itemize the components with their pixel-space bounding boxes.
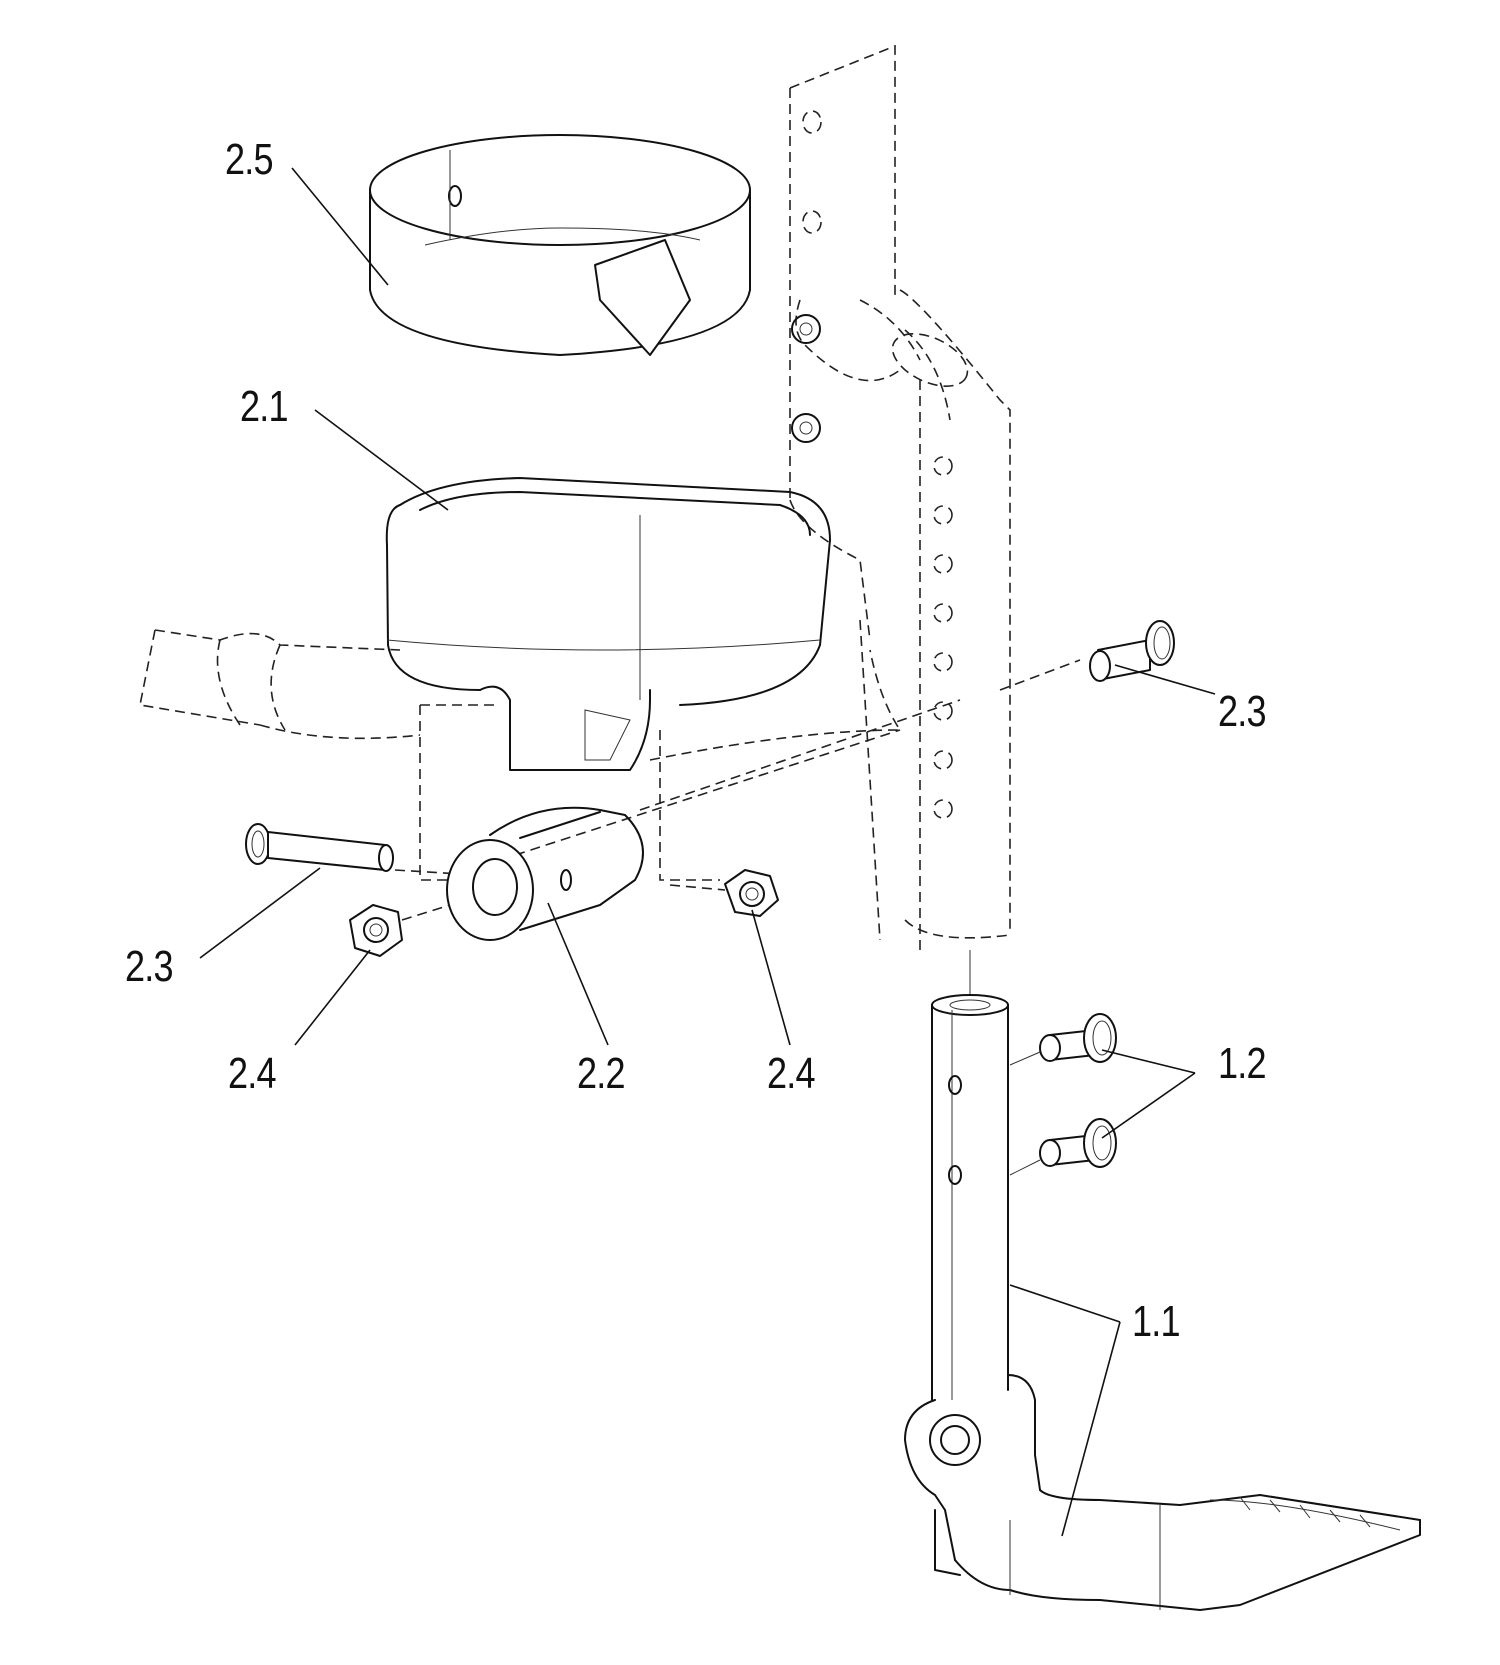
leader-lines xyxy=(199,167,1216,1537)
part-1-1-footplate xyxy=(904,950,1421,1611)
label-part-2-2: 2.2 xyxy=(577,1049,626,1098)
part-2-4-nut-right xyxy=(669,869,779,917)
part-2-3-bolt-left xyxy=(245,823,461,875)
label-part-2-4-left: 2.4 xyxy=(228,1049,277,1098)
part-2-4-nut-left xyxy=(349,904,451,957)
part-2-2-sleeve xyxy=(446,806,644,941)
label-part-2-3-right: 2.3 xyxy=(1218,687,1267,736)
label-part-1-1: 1.1 xyxy=(1132,1297,1181,1346)
horizontal-frame-ghost xyxy=(139,629,1081,881)
part-1-2-bolts xyxy=(1009,1013,1117,1176)
label-part-2-3-left: 2.3 xyxy=(125,942,174,991)
label-part-2-1: 2.1 xyxy=(240,382,289,431)
part-2-3-bolt-right xyxy=(1089,620,1175,682)
label-part-2-4-right: 2.4 xyxy=(767,1049,816,1098)
part-2-1-cup xyxy=(385,477,831,771)
part-2-5-strap xyxy=(369,134,751,356)
label-part-1-2: 1.2 xyxy=(1218,1039,1267,1088)
frame-tube-ghost xyxy=(789,44,1011,950)
label-part-2-5: 2.5 xyxy=(225,135,274,184)
